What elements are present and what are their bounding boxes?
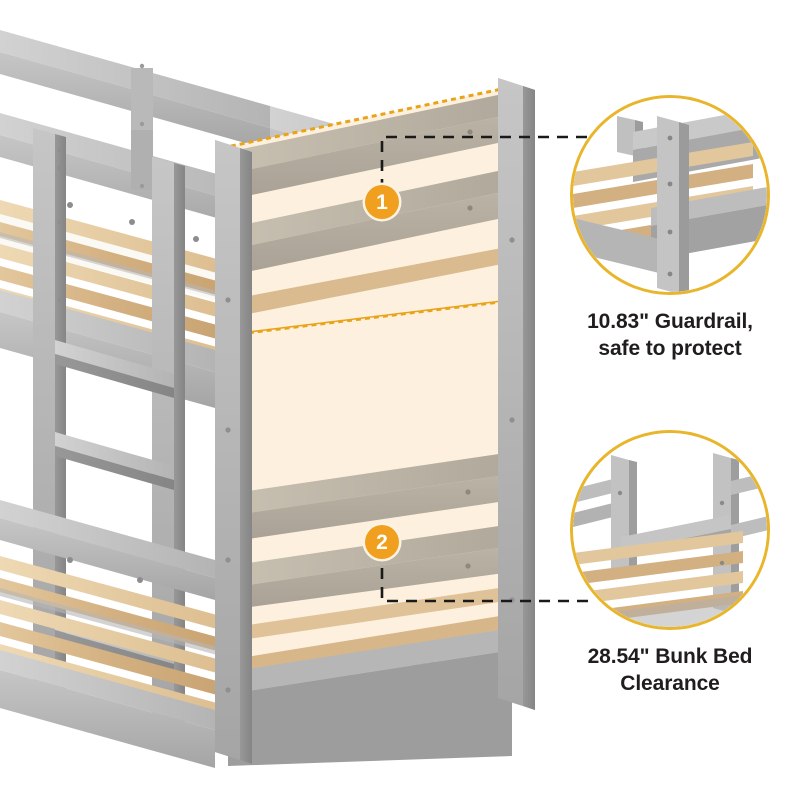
lower-bunk [0, 500, 228, 768]
slat [0, 222, 228, 298]
callout-caption-2-line1: 28.54" Bunk Bed [587, 645, 753, 668]
callout-caption-1-line2: safe to protect [598, 336, 742, 360]
callout-caption-1-line1: 10.83" Guardrail, [587, 310, 753, 333]
callout-caption-2-line2: Clearance [620, 671, 720, 695]
inset-circle-guardrail[interactable] [570, 95, 770, 295]
clearance-detail-image [573, 433, 767, 627]
guardrail-detail-image [573, 98, 767, 292]
upper-bunk-far-guardrail [0, 30, 520, 303]
upper-bunk-slats [0, 200, 228, 364]
callout-badge-2-number: 2 [376, 530, 388, 554]
upper-bunk-near-siderail [0, 290, 215, 408]
inset-circle-clearance[interactable] [570, 430, 770, 630]
callout-caption-2: 28.54" Bunk Bed Clearance [545, 644, 795, 698]
ladder-rung [55, 616, 174, 674]
callout-detail-1: 10.83" Guardrail, safe to protect [545, 95, 795, 363]
ladder-rung [55, 432, 174, 490]
slat [0, 622, 228, 698]
callout-badge-1[interactable]: 1 [365, 185, 399, 219]
slat [0, 600, 228, 676]
ladder [33, 128, 185, 729]
slat [0, 556, 228, 632]
slat [0, 578, 228, 654]
ladder-rung [55, 340, 174, 398]
near-end-panel [215, 78, 535, 764]
slat [0, 244, 228, 320]
slat [0, 266, 228, 342]
slat [0, 644, 228, 720]
slat [0, 200, 228, 276]
callout-detail-2: 28.54" Bunk Bed Clearance [545, 430, 795, 698]
callout-caption-1: 10.83" Guardrail, safe to protect [545, 309, 795, 363]
slat [0, 288, 228, 364]
callout-badge-1-number: 1 [376, 190, 388, 214]
callout-badge-2[interactable]: 2 [365, 525, 399, 559]
ladder-rung [55, 524, 174, 582]
